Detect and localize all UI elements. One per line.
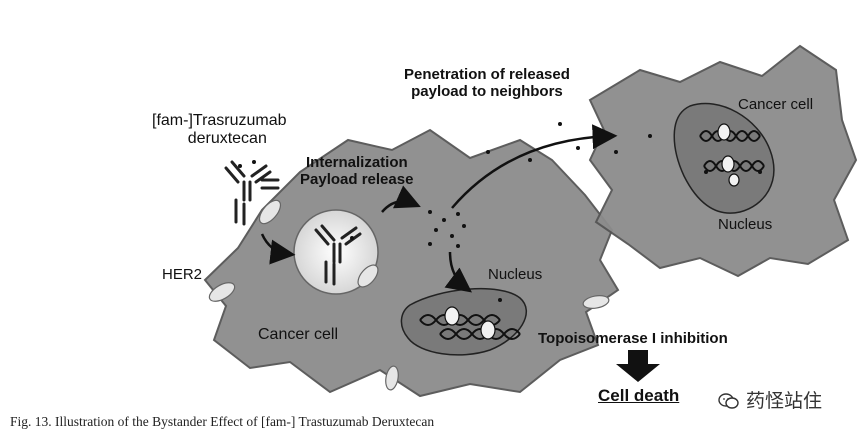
penetration-line2: payload to neighbors [411,83,563,101]
her2-label: HER2 [162,266,203,283]
topoisomerase-label: Topoisomerase I inhibition [538,330,728,347]
arrow-to-nucleus [444,251,472,293]
watermark: 药怪站住 [718,386,822,413]
cancer-cell-right-label: Cancer cell [738,96,814,113]
adc-label-line1: [fam-]Trasruzumab [152,112,287,129]
nucleus-left-label: Nucleus [488,266,543,283]
adc-label: [fam-]Trasruzumab deruxtecan [152,112,287,149]
internalization-line1: Internalization [306,154,408,171]
arrow-down-to-cell-death [616,350,660,382]
wechat-icon [718,390,746,412]
watermark-text: 药怪站住 [746,390,823,412]
cell-death-label: Cell death [598,386,680,405]
dna-helix-right [699,130,765,172]
payload-dots [238,122,762,302]
penetration-label: Penetration of released payload to neigh… [404,66,570,101]
internalization-label: Internalization Payload release [300,154,413,189]
arrow-release [381,185,421,213]
figure-caption: Fig. 13. Illustration of the Bystander E… [10,414,435,429]
adc-label-line2: deruxtecan [187,130,267,148]
her2-receptors [208,199,610,391]
internalization-line2: Payload release [300,171,414,189]
arrow-binding [260,233,296,265]
arrow-penetration [451,124,618,209]
penetration-line1: Penetration of released [404,66,570,83]
antibody-outside [224,160,280,226]
cancer-cell-left-label: Cancer cell [258,326,339,343]
nucleus-right-label: Nucleus [718,216,773,233]
topoisomerase-markers [444,123,740,340]
